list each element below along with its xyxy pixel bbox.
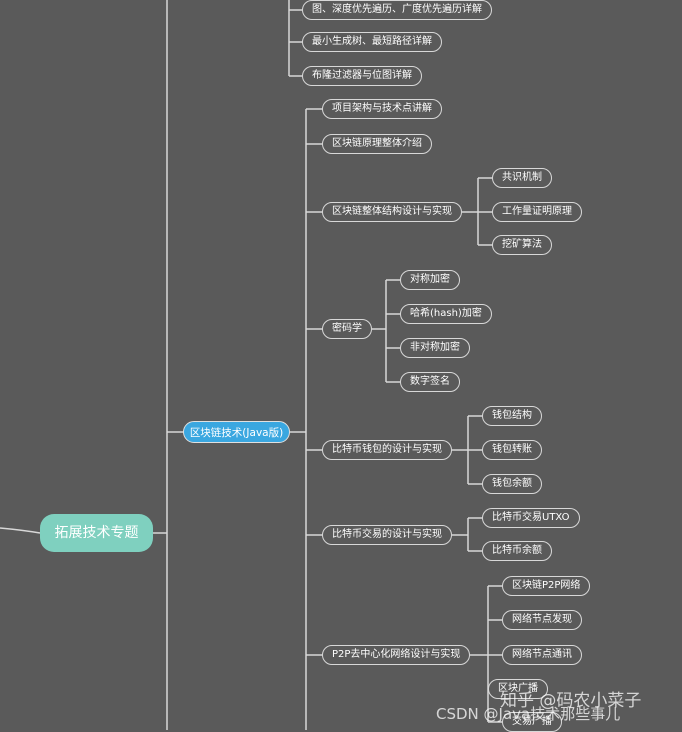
root-node-extension-topics[interactable]: 拓展技术专题	[40, 514, 153, 552]
node-node-discovery[interactable]: 网络节点发现	[502, 610, 582, 630]
node-p2p-network[interactable]: P2P去中心化网络设计与实现	[322, 645, 471, 665]
csdn-watermark: CSDN @Java技术那些事儿	[436, 705, 621, 723]
node-consensus[interactable]: 共识机制	[492, 168, 552, 188]
node-blockchain-structure[interactable]: 区块链整体结构设计与实现	[322, 202, 462, 222]
node-blockchain-java[interactable]: 区块链技术(Java版)	[183, 421, 290, 443]
zhihu-watermark: 知乎 @码农小菜子	[500, 691, 642, 711]
node-bitcoin-transaction[interactable]: 比特币交易的设计与实现	[322, 525, 452, 545]
node-proof-of-work[interactable]: 工作量证明原理	[492, 202, 582, 222]
node-mst-shortest-path[interactable]: 最小生成树、最短路径详解	[302, 32, 442, 52]
node-cryptography[interactable]: 密码学	[322, 319, 372, 339]
node-blockchain-intro[interactable]: 区块链原理整体介绍	[322, 134, 432, 154]
node-symmetric-encryption[interactable]: 对称加密	[400, 270, 460, 290]
node-bitcoin-wallet[interactable]: 比特币钱包的设计与实现	[322, 440, 452, 460]
node-bitcoin-balance[interactable]: 比特币余额	[482, 541, 552, 561]
node-wallet-structure[interactable]: 钱包结构	[482, 406, 542, 426]
node-p2p[interactable]: 区块链P2P网络	[502, 576, 591, 596]
edge-root-incoming	[0, 527, 41, 534]
node-project-architecture[interactable]: 项目架构与技术点讲解	[322, 99, 442, 119]
node-digital-signature[interactable]: 数字签名	[400, 372, 460, 392]
node-hash-encryption[interactable]: 哈希(hash)加密	[400, 304, 492, 324]
node-bloom-filter[interactable]: 布隆过滤器与位图详解	[302, 66, 422, 86]
node-wallet-balance[interactable]: 钱包余额	[482, 474, 542, 494]
node-block-broadcast[interactable]: 区块广播	[488, 679, 548, 699]
node-graph-traversal[interactable]: 图、深度优先遍历、广度优先遍历详解	[302, 0, 492, 20]
node-asymmetric-encryption[interactable]: 非对称加密	[400, 338, 470, 358]
node-mining[interactable]: 挖矿算法	[492, 235, 552, 255]
node-bitcoin-utxo[interactable]: 比特币交易UTXO	[482, 508, 580, 528]
node-wallet-transfer[interactable]: 钱包转账	[482, 440, 542, 460]
node-node-communication[interactable]: 网络节点通讯	[502, 645, 582, 665]
